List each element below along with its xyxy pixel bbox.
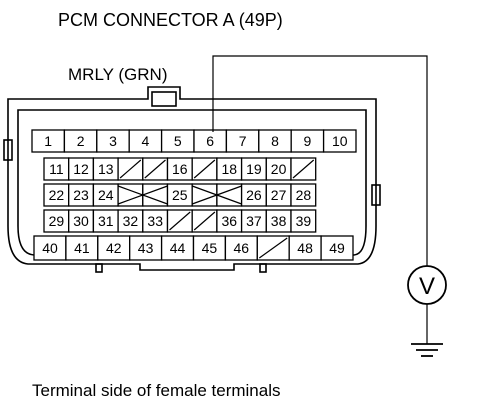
terminal-36: 36 <box>222 213 238 229</box>
terminal-49: 49 <box>329 240 345 256</box>
blank-terminal-mark <box>258 237 288 259</box>
terminal-41: 41 <box>74 240 90 256</box>
terminal-31: 31 <box>98 213 114 229</box>
blank-terminal-mark <box>193 211 216 231</box>
terminal-11: 11 <box>49 161 64 177</box>
voltmeter-symbol: V <box>419 273 435 300</box>
diagram-title: PCM CONNECTOR A (49P) <box>58 10 283 30</box>
terminal-cell <box>33 235 67 261</box>
terminal-9: 9 <box>304 133 312 149</box>
terminal-cell <box>288 235 322 261</box>
terminal-25: 25 <box>172 187 188 203</box>
terminal-44: 44 <box>170 240 186 256</box>
terminal-40: 40 <box>42 240 58 256</box>
terminal-33: 33 <box>147 213 163 229</box>
terminal-42: 42 <box>106 240 122 256</box>
terminal-cell <box>97 235 131 261</box>
terminal-46: 46 <box>234 240 250 256</box>
blank-terminal-x <box>117 185 168 205</box>
terminal-19: 19 <box>246 161 262 177</box>
terminal-29: 29 <box>49 213 65 229</box>
terminal-cell <box>192 235 227 261</box>
terminal-23: 23 <box>73 187 89 203</box>
connector-housing <box>3 86 381 273</box>
terminal-13: 13 <box>98 161 114 177</box>
terminal-8: 8 <box>271 133 279 149</box>
terminal-1: 1 <box>44 133 52 149</box>
terminal-27: 27 <box>271 187 287 203</box>
terminal-45: 45 <box>202 240 218 256</box>
terminal-cell <box>290 183 317 207</box>
terminal-37: 37 <box>246 213 262 229</box>
diagram-caption: Terminal side of female terminals <box>32 381 280 400</box>
blank-terminal-mark <box>169 211 191 231</box>
wire-label: MRLY (GRN) <box>68 65 168 84</box>
voltmeter-circle <box>407 265 447 305</box>
voltmeter: V <box>407 265 447 305</box>
probe-wire <box>212 55 428 344</box>
terminal-7: 7 <box>239 133 247 149</box>
terminal-2: 2 <box>77 133 85 149</box>
terminal-38: 38 <box>271 213 287 229</box>
terminal-cell <box>65 235 99 261</box>
terminal-28: 28 <box>296 187 312 203</box>
terminal-3: 3 <box>109 133 117 149</box>
terminal-5: 5 <box>174 133 182 149</box>
terminal-18: 18 <box>222 161 238 177</box>
terminal-39: 39 <box>296 213 312 229</box>
terminal-26: 26 <box>246 187 262 203</box>
terminal-12: 12 <box>73 161 89 177</box>
blank-terminal-mark <box>119 159 142 179</box>
terminal-22: 22 <box>49 187 65 203</box>
terminal-cell <box>320 235 354 261</box>
terminal-cell <box>129 235 163 261</box>
terminal-cell <box>322 129 357 153</box>
terminal-4: 4 <box>142 133 150 149</box>
terminal-30: 30 <box>73 213 89 229</box>
terminal-48: 48 <box>297 240 313 256</box>
blank-terminal-mark <box>193 159 216 179</box>
terminal-cell <box>290 209 317 233</box>
terminal-10: 10 <box>332 133 348 149</box>
terminal-43: 43 <box>138 240 154 256</box>
blank-terminal-x <box>191 185 242 205</box>
blank-terminal-mark <box>292 159 315 179</box>
terminal-24: 24 <box>98 187 114 203</box>
terminal-16: 16 <box>172 161 188 177</box>
terminal-32: 32 <box>123 213 139 229</box>
blank-terminal-mark <box>144 159 166 179</box>
terminal-20: 20 <box>271 161 287 177</box>
terminal-cell <box>224 235 258 261</box>
terminal-6: 6 <box>206 133 214 149</box>
ground-icon <box>411 343 443 357</box>
